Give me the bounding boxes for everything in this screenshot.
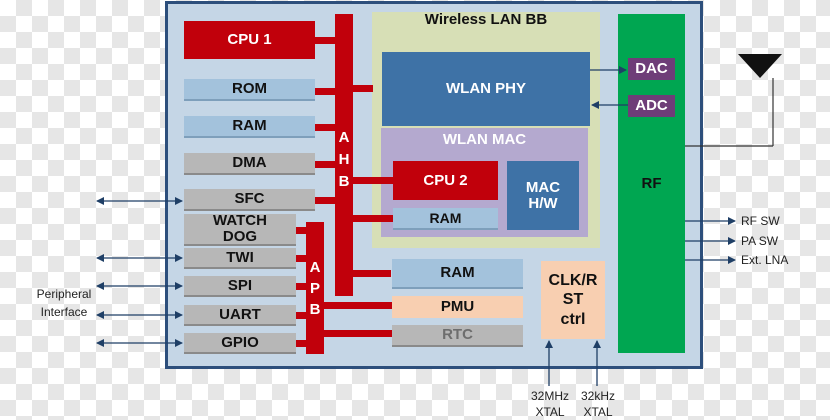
apb-link-gpio [296,340,306,347]
apb-link-watchdog [296,227,306,234]
rf-sw-label: RF SW [741,214,780,228]
xtal-32mhz-line2: XTAL [535,405,565,419]
sfc-block: SFC [184,189,315,211]
pmu-block: PMU [392,296,523,318]
mac-hw-line1: MAC [525,178,561,196]
clk-line3: ctrl [560,310,586,328]
apb-bus: A P B [306,222,324,354]
clk-line1: CLK/R [548,272,598,290]
ahb-letter-a: A [338,128,350,146]
ahb-letter-b: B [338,172,350,190]
apb-link-spi [296,283,306,290]
apb-link-rtc [324,330,392,337]
clk-line2: ST [562,291,584,309]
apb-link-pmu [324,302,392,309]
watchdog-block: WATCH DOG [184,212,296,246]
clk-rst-ctrl-block: CLK/R ST ctrl [541,261,605,339]
ram-mac-block: RAM [393,208,498,230]
spi-block: SPI [184,276,296,297]
ahb-link-cpu2 [353,177,393,184]
ahb-link-ram-mac [353,215,393,222]
mac-hw-block: MAC H/W [507,161,579,230]
peripheral-interface-label: Peripheral Interface [26,285,102,321]
ram-block: RAM [184,116,315,138]
wireless-lan-bb-title: Wireless LAN BB [424,11,548,28]
ahb-letter-h: H [338,150,350,168]
ahb-link-rom [315,88,335,95]
mac-hw-line2: H/W [528,194,558,212]
antenna-icon [738,54,782,78]
adc-block: ADC [628,95,675,117]
xtal-32khz-label: 32kHz XTAL [575,388,621,420]
apb-letter-b: B [309,300,321,318]
peripheral-line1: Peripheral [36,287,92,301]
ram-main-block: RAM [392,259,523,289]
ahb-link-dma [315,161,335,168]
apb-letter-a: A [309,258,321,276]
dma-block: DMA [184,153,315,175]
xtal-32mhz-label: 32MHz XTAL [527,388,573,420]
ahb-link-cpu1 [315,37,335,44]
xtal-32khz-line1: 32kHz [580,389,615,403]
watchdog-line2: DOG [222,228,258,245]
xtal-32mhz-line1: 32MHz [530,389,569,403]
wlan-mac-title: WLAN MAC [442,131,527,148]
peripheral-line2: Interface [40,305,88,319]
cpu1-block: CPU 1 [184,21,315,59]
rtc-block: RTC [392,325,523,347]
wlan-phy-block: WLAN PHY [382,52,590,126]
ahb-bus: A H B [335,14,353,296]
xtal-32khz-line2: XTAL [583,405,613,419]
twi-block: TWI [184,248,296,269]
pa-sw-label: PA SW [741,234,779,248]
ahb-link-sfc [315,197,335,204]
apb-letter-p: P [309,279,320,297]
ahb-link-ram [315,124,335,131]
rom-block: ROM [184,79,315,101]
ext-lna-label: Ext. LNA [741,253,789,267]
uart-block: UART [184,305,296,326]
gpio-block: GPIO [184,333,296,354]
cpu2-block: CPU 2 [393,161,498,200]
watchdog-line1: WATCH [213,212,267,230]
dac-block: DAC [628,58,675,80]
apb-link-uart [296,312,306,319]
apb-link-twi [296,255,306,262]
ahb-link-ram-main [353,270,391,277]
ahb-link-wlan-phy [353,85,373,92]
